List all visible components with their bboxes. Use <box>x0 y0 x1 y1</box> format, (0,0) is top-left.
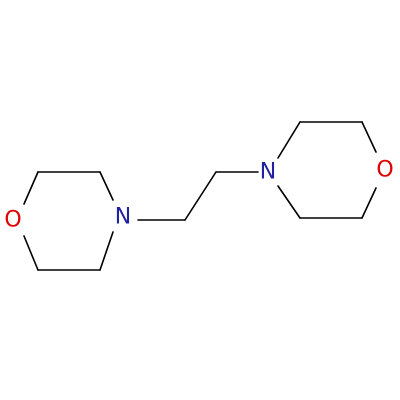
bond-n-right-upper <box>277 121 301 159</box>
bond-n-lower-left <box>99 231 114 271</box>
atom-n-right: N <box>260 160 276 185</box>
bond-lower-o-left <box>23 235 39 271</box>
bond-c-upper-n <box>99 171 114 201</box>
bond-c-upper-o-right <box>361 121 377 153</box>
atom-n-left: N <box>115 205 131 230</box>
bond-c-lower-n-right <box>277 185 301 219</box>
bond-ch2-ch2 <box>184 171 217 221</box>
bond-o-right-lower <box>361 187 377 219</box>
atom-o-left: O <box>4 208 21 233</box>
bond-o-left-upper <box>23 171 39 205</box>
right-morpholine-ring <box>277 121 377 219</box>
ethylene-linker <box>137 171 259 221</box>
left-morpholine-ring <box>23 171 114 271</box>
atom-o-right: O <box>376 158 393 183</box>
